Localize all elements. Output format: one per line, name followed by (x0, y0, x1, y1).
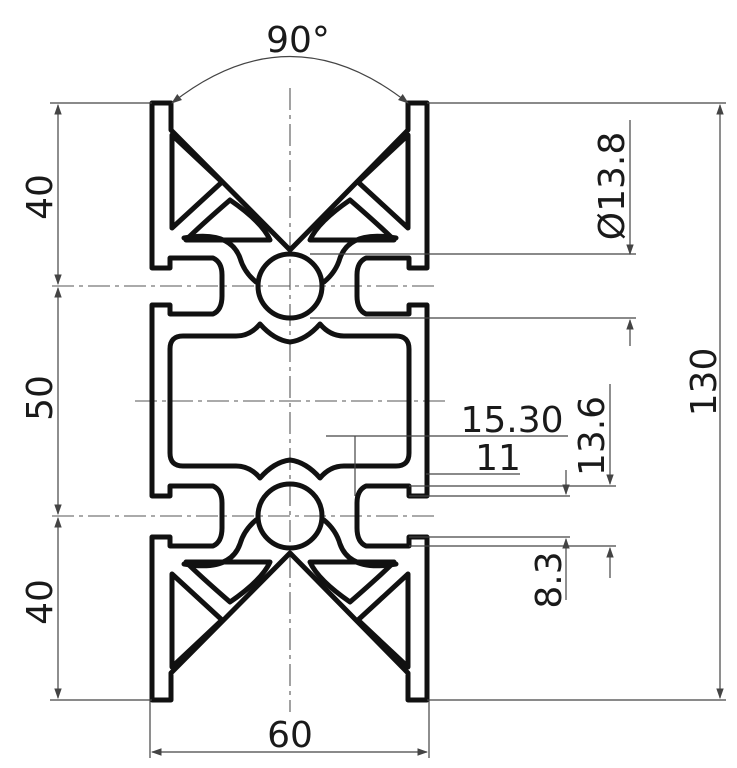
upper-boss-left (181, 233, 259, 285)
top-left-cavity-inner (183, 197, 273, 243)
height-bottom-label: 40 (20, 579, 61, 625)
height-middle-label: 50 (20, 375, 61, 421)
top-right-cavity-inner (307, 197, 397, 243)
lower-core-hole (255, 481, 325, 551)
bottom-right-cavity-inner (307, 559, 397, 605)
height-top-label: 40 (20, 174, 61, 220)
lower-boss-right (321, 517, 399, 569)
bottom-right-cavity-outer (355, 571, 411, 670)
central-cavity (167, 321, 412, 481)
top-right-cavity-outer (355, 132, 411, 231)
angle-arc (171, 56, 409, 104)
lower-boss-left (181, 517, 259, 569)
dimension-labels: 90° 60 40 50 40 130 Ø13.8 15.30 11 13.6 … (20, 20, 725, 756)
slot-15-30-label: 15.30 (460, 400, 563, 441)
bottom-left-cavity-inner (183, 559, 273, 605)
diameter-label: Ø13.8 (592, 132, 633, 241)
height-total-label: 130 (684, 348, 725, 417)
top-left-cavity-outer (169, 132, 225, 231)
width-label: 60 (267, 715, 313, 756)
bottom-left-cavity-outer (169, 571, 225, 670)
slot-13-6-label: 13.6 (572, 396, 613, 476)
upper-boss-right (321, 233, 399, 285)
slot-8-3-label: 8.3 (529, 551, 570, 608)
slot-11-label: 11 (475, 438, 521, 479)
angle-label: 90° (266, 20, 330, 61)
dimension-lines (50, 56, 726, 758)
upper-core-hole (255, 251, 325, 321)
center-lines (52, 88, 445, 712)
